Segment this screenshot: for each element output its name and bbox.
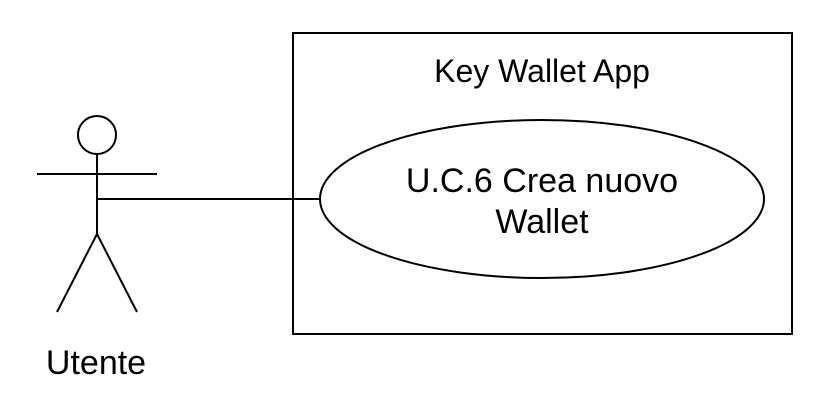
system-boundary xyxy=(292,32,793,335)
use-case-label-line1: U.C.6 Crea nuovo xyxy=(406,162,678,200)
actor-right-leg xyxy=(96,233,138,313)
use-case-ellipse xyxy=(319,119,765,279)
system-title: Key Wallet App xyxy=(434,53,650,89)
actor-left-leg xyxy=(56,233,98,313)
use-case-label-line2: Wallet xyxy=(495,203,589,241)
actor-label: Utente xyxy=(46,344,146,382)
actor-head xyxy=(77,115,117,155)
actor-figure xyxy=(37,115,157,313)
